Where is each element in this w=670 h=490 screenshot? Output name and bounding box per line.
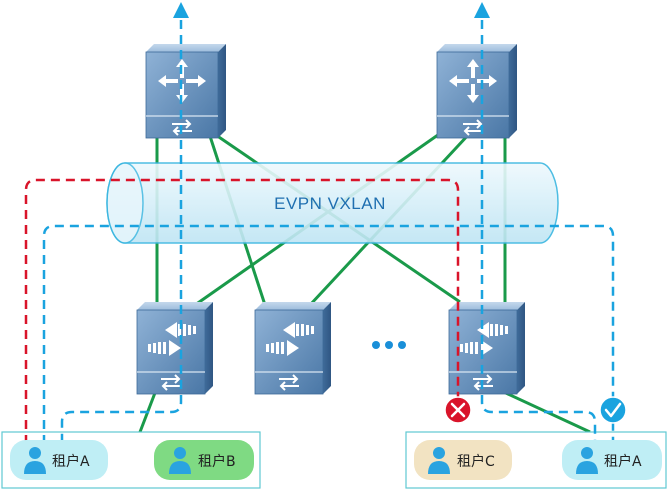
leaf-switch-1[interactable] — [136, 302, 213, 395]
allowed-badge-icon — [599, 396, 627, 424]
uplink-traffic-path-right — [480, 20, 597, 444]
blocked-traffic-path — [24, 178, 460, 444]
tenant-a-left[interactable]: 租户A — [10, 440, 108, 480]
tenant-b[interactable]: 租户B — [154, 440, 254, 480]
router-icon — [449, 59, 497, 103]
leaf-switch-icon — [266, 322, 314, 356]
tenant-label: 租户C — [457, 453, 495, 470]
port-icon — [161, 374, 181, 391]
tenant-c[interactable]: 租户C — [414, 440, 512, 480]
spine-switch-1[interactable] — [145, 44, 226, 139]
leaf-switch-2[interactable] — [254, 302, 331, 395]
more-leaves-ellipsis — [372, 341, 406, 349]
port-icon — [172, 119, 192, 136]
leaf-switch-icon — [148, 322, 196, 356]
blocked-badge-icon — [444, 396, 472, 424]
port-icon — [279, 374, 299, 391]
port-icon — [463, 119, 483, 136]
spine-switch-2[interactable] — [436, 44, 517, 139]
leaf-switch-icon — [460, 322, 508, 356]
person-icon — [24, 447, 46, 474]
uplink-arrow-right — [474, 2, 490, 18]
evpn-vxlan-tunnel: EVPN VXLAN — [106, 162, 559, 244]
tenant-label: 租户A — [52, 453, 90, 470]
uplink-arrow-left — [173, 2, 189, 18]
person-icon — [576, 447, 598, 474]
person-icon — [428, 447, 450, 474]
tenant-a-right[interactable]: 租户A — [562, 440, 662, 480]
person-icon — [169, 447, 191, 474]
tunnel-label: EVPN VXLAN — [274, 194, 386, 213]
allowed-traffic-path-a — [42, 224, 615, 444]
tenant-label: 租户A — [604, 453, 642, 470]
leaf-switch-3[interactable] — [448, 302, 525, 395]
port-icon — [473, 374, 493, 391]
link-leaf3-tenantA2 — [494, 386, 591, 434]
tenant-label: 租户B — [198, 453, 236, 470]
